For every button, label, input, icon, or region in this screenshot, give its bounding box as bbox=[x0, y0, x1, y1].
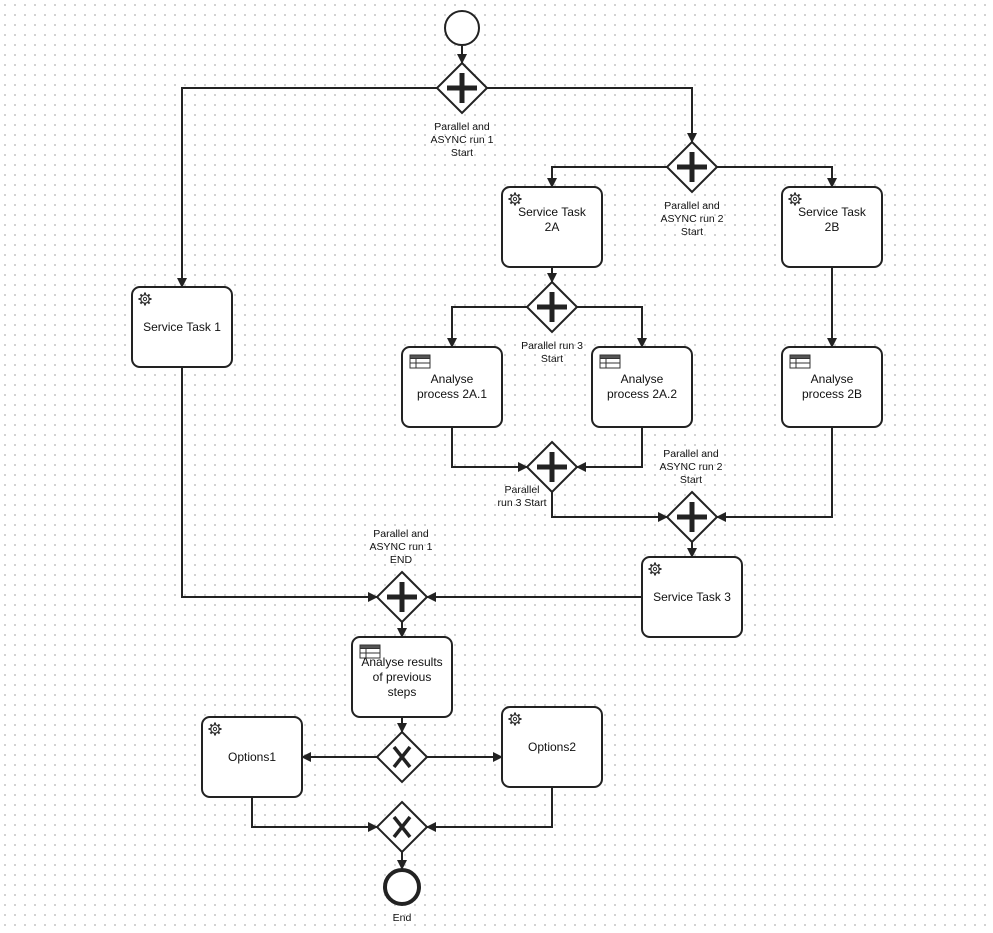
flow-g1-g2[interactable] bbox=[487, 87, 697, 143]
task-label: Analyse process 2A.1 bbox=[416, 372, 488, 401]
task-analyse-results[interactable] bbox=[351, 636, 453, 718]
start-event[interactable] bbox=[444, 10, 480, 46]
task-service-1[interactable] bbox=[131, 286, 233, 368]
task-analyse-2a2[interactable] bbox=[591, 346, 693, 428]
gateway-label: Parallel and ASYNC run 1 END bbox=[369, 528, 433, 566]
gateway-label: Parallel and ASYNC run 2 Start bbox=[660, 200, 724, 238]
flow-o1-x2[interactable] bbox=[251, 797, 378, 832]
task-options2[interactable] bbox=[501, 706, 603, 788]
flow-a22-g4[interactable] bbox=[576, 427, 643, 472]
gateway-parallel-g2[interactable] bbox=[665, 140, 719, 194]
task-service-2b[interactable] bbox=[781, 186, 883, 268]
sequence-flows bbox=[177, 46, 837, 870]
task-label: Analyse process 2B bbox=[801, 372, 863, 401]
task-label: Service Task 2B bbox=[798, 205, 866, 234]
flow-g3-a21[interactable] bbox=[447, 306, 527, 348]
gateway-parallel-g4[interactable] bbox=[525, 440, 579, 494]
task-label: Service Task 2A bbox=[518, 205, 586, 234]
task-service-2a[interactable] bbox=[501, 186, 603, 268]
task-options1[interactable] bbox=[201, 716, 303, 798]
task-service-3[interactable] bbox=[641, 556, 743, 638]
gateway-label: Parallel run 3 Start bbox=[497, 484, 547, 509]
flow-g2-t2b[interactable] bbox=[717, 166, 837, 188]
plus-icon bbox=[537, 452, 567, 482]
plus-icon bbox=[677, 502, 707, 532]
gateway-exclusive-x1[interactable] bbox=[375, 730, 429, 784]
task-label: Analyse process 2A.2 bbox=[606, 372, 678, 401]
flow-g3-a22[interactable] bbox=[577, 306, 647, 348]
flow-a2b-g5[interactable] bbox=[716, 427, 833, 522]
flow-o2-x2[interactable] bbox=[426, 787, 553, 832]
flow-g2-t2a[interactable] bbox=[547, 166, 667, 188]
task-label: Analyse results of previous steps bbox=[361, 654, 443, 699]
gateway-parallel-g1[interactable] bbox=[435, 61, 489, 115]
gateway-label: Parallel and ASYNC run 2 Start bbox=[659, 448, 723, 486]
flow-a21-g4[interactable] bbox=[451, 427, 528, 472]
gateway-label: Parallel and ASYNC run 1 Start bbox=[430, 121, 494, 159]
plus-icon bbox=[537, 292, 567, 322]
flow-g4-g5[interactable] bbox=[551, 492, 668, 522]
end-event[interactable] bbox=[383, 868, 421, 906]
gateway-exclusive-x2[interactable] bbox=[375, 800, 429, 854]
gateway-parallel-g3[interactable] bbox=[525, 280, 579, 334]
task-label: Service Task 1 bbox=[143, 319, 221, 334]
task-analyse-2b[interactable] bbox=[781, 346, 883, 428]
task-label: Options2 bbox=[527, 739, 577, 754]
x-icon bbox=[392, 815, 412, 839]
plus-icon bbox=[447, 73, 477, 103]
flow-g1-t1[interactable] bbox=[177, 87, 437, 288]
task-label: Options1 bbox=[227, 749, 277, 764]
x-icon bbox=[392, 745, 412, 769]
plus-icon bbox=[677, 152, 707, 182]
task-analyse-2a1[interactable] bbox=[401, 346, 503, 428]
gateway-parallel-g5[interactable] bbox=[665, 490, 719, 544]
gateway-label: Parallel run 3 Start bbox=[521, 340, 583, 365]
task-label: Service Task 3 bbox=[653, 589, 731, 604]
flow-t1-g6[interactable] bbox=[181, 367, 378, 602]
gateway-parallel-g6[interactable] bbox=[375, 570, 429, 624]
end-event-label: End bbox=[392, 912, 412, 924]
plus-icon bbox=[387, 582, 417, 612]
